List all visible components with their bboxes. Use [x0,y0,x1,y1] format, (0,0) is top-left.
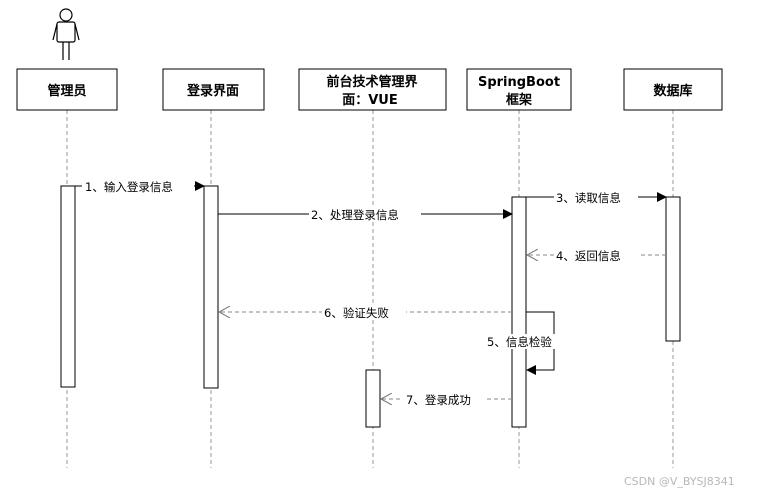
message-5-label: 5、信息检验 [487,335,552,349]
participant-login-ui-label: 登录界面 [186,83,239,99]
activation-admin [60,185,76,388]
message-4-label: 4、返回信息 [556,249,621,263]
participant-login-ui-box [162,68,265,111]
message-1-label: 1、输入登录信息 [85,180,173,194]
participant-database-label: 数据库 [653,83,692,99]
activation-login-ui [203,185,219,389]
activation-database [665,196,681,342]
participant-backend-box [466,68,572,111]
watermark-text: CSDN @V_BYSJ8341 [624,475,735,488]
participant-admin-label: 管理员 [47,83,86,99]
activation-backend [511,196,527,428]
participant-admin-box [16,68,118,111]
message-3-label: 3、读取信息 [556,191,621,205]
participant-database-box [623,68,723,111]
message-7-label: 7、登录成功 [406,393,471,407]
participant-backend-label-line2: 框架 [506,92,532,108]
activation-frontend [365,369,381,428]
actor-icon [52,8,80,60]
participant-backend-label-line1: SpringBoot [478,75,560,90]
message-6-label: 6、验证失败 [324,306,389,320]
message-2-label: 2、处理登录信息 [311,208,399,222]
participant-frontend-label-line2: 面：VUE [342,93,398,108]
participant-frontend-box [298,68,447,111]
participant-frontend-label-line1: 前台技术管理界 [326,74,417,90]
